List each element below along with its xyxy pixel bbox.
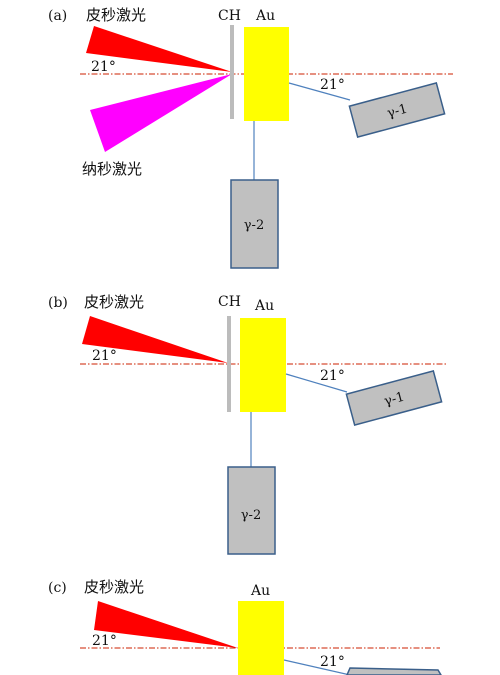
panel-b-detector2-label: γ-2 (241, 508, 261, 523)
panel-c-detector1-connector (283, 659, 351, 675)
panel-a-detector2 (230, 179, 279, 269)
panel-a-detector1-connector (288, 82, 351, 101)
panel-c: (c) 皮秒激光 21° Au 21° (48, 578, 442, 675)
panel-c-gold-label: Au (250, 583, 270, 599)
panel-a-ch-foil (230, 25, 234, 119)
panel-c-angle-laser-label: 21° (92, 633, 117, 649)
panel-c-angle-detector-label: 21° (320, 654, 345, 670)
panel-b-ch-label: CH (218, 294, 241, 310)
panel-a-nanosecond-beam (90, 74, 232, 152)
panel-b-gold-label: Au (254, 298, 274, 314)
panel-c-gold-target (238, 601, 284, 675)
panel-a-ch-label: CH (218, 8, 241, 24)
panel-a-detector2-label: γ-2 (244, 218, 264, 233)
panel-b-angle-laser-label: 21° (92, 348, 117, 364)
panel-a-picosecond-beam (86, 26, 232, 72)
panel-a-gold-label: Au (255, 8, 275, 24)
panel-a-angle-detector-label: 21° (320, 77, 345, 93)
panel-a-tag: (a) (48, 8, 67, 24)
panel-a-gold-target (244, 27, 289, 121)
panel-b-detector1-connector (285, 373, 348, 393)
panel-c-detector1 (346, 667, 442, 675)
panel-a-detector1: γ-1 (348, 81, 446, 139)
panel-b-detector1: γ-1 (345, 369, 443, 427)
panel-b-detector2 (227, 466, 276, 555)
panel-b: (b) 皮秒激光 21° CH Au 21° γ-1 γ-2 (48, 293, 448, 555)
panel-b-picosecond-label: 皮秒激光 (84, 293, 144, 311)
panel-c-tag: (c) (48, 580, 67, 596)
panel-b-tag: (b) (48, 295, 68, 311)
panel-b-ch-foil (227, 316, 231, 412)
panel-a: (a) 皮秒激光 21° 纳秒激光 CH Au 21° γ-1 γ-2 (48, 6, 453, 269)
panel-b-angle-detector-label: 21° (320, 368, 345, 384)
panel-a-nanosecond-label: 纳秒激光 (82, 160, 142, 178)
panel-c-picosecond-beam (94, 601, 238, 648)
panel-b-picosecond-beam (82, 316, 228, 363)
panel-a-detector1-label: γ-1 (386, 102, 410, 122)
panel-b-gold-target (240, 318, 286, 412)
panel-b-detector1-label: γ-1 (383, 390, 407, 410)
panel-a-picosecond-label: 皮秒激光 (86, 6, 146, 24)
panel-c-picosecond-label: 皮秒激光 (84, 578, 144, 596)
panel-a-angle-laser-label: 21° (91, 59, 116, 75)
